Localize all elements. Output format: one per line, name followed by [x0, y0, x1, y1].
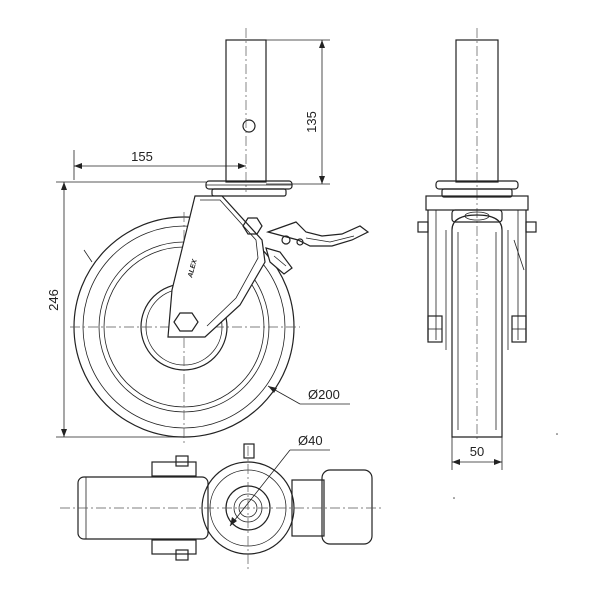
wheel-width-label: 50 — [470, 444, 484, 459]
wheel-diameter-label: Ø200 — [308, 387, 340, 402]
overall-height-label: 246 — [46, 289, 61, 311]
speck — [453, 497, 455, 499]
stem-diameter-label: Ø40 — [298, 433, 323, 448]
front-view: 50 — [417, 28, 537, 470]
top-view: Ø40 — [60, 433, 384, 570]
side-view: ALEX 135 155 246 Ø200 — [46, 28, 370, 445]
offset-label: 155 — [131, 149, 153, 164]
speck — [556, 433, 558, 435]
stem-height-label: 135 — [304, 111, 319, 133]
